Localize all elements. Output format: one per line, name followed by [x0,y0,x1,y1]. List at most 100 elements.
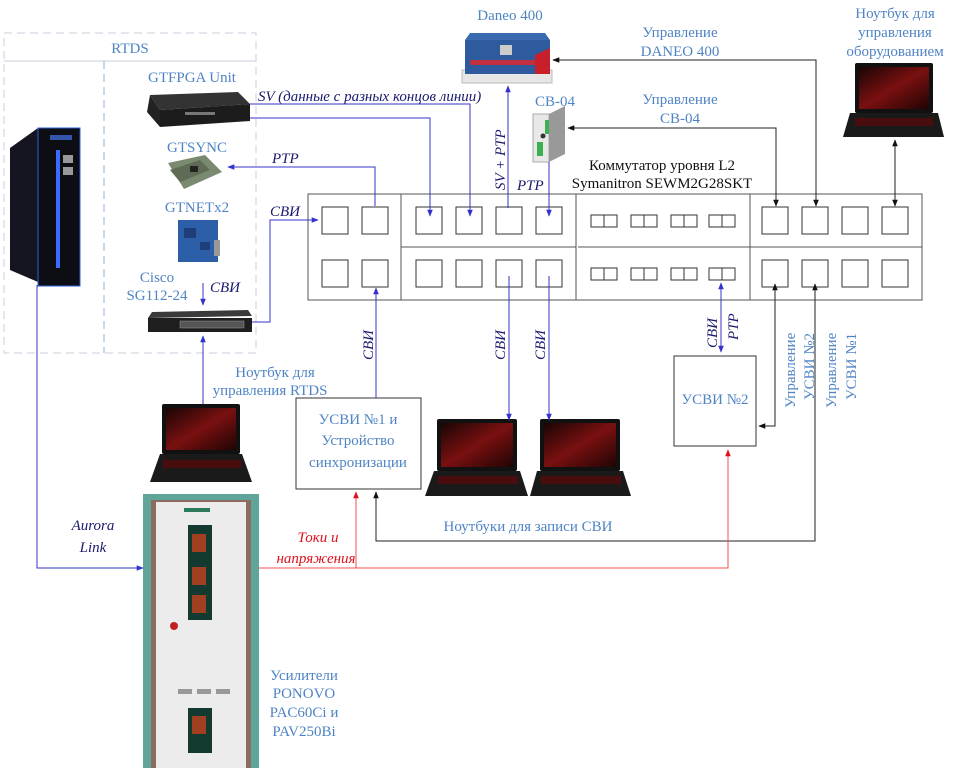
ptp-label-gtsync: PTP [271,151,299,167]
daneo-label: Daneo 400 [477,8,542,24]
switch-port [801,259,829,288]
svi-label-gtnet: СВИ [210,280,241,296]
usvi1-box: УСВИ №1 и Устройство синхронизации [295,397,422,490]
usvi2-label: УСВИ №2 [681,392,748,408]
laptop-equipment [843,63,944,137]
laptop-recording-1 [425,419,528,496]
switch-port [361,206,389,235]
ponovo-amplifiers [143,494,259,768]
switch-sfp-port [721,214,736,228]
link-ptp-gtsync [227,164,376,206]
switch-port [321,206,349,235]
switch-label-1: Коммутатор уровня L2 [589,158,735,174]
usvi1-label-2: Устройство [322,433,395,449]
switch-sfp-port [603,214,618,228]
ponovo-label-3: PAC60Ci и [270,705,339,721]
rtds-cabinet [10,127,81,287]
usvi1-label-1: УСВИ №1 и [319,412,398,428]
switch-sfp-port [683,267,698,281]
ponovo-label-1: Усилители [270,668,338,684]
switch-sfp-port [708,267,723,281]
link-svi-cisco-switch [252,217,319,323]
link-sv-port-b [250,117,433,217]
svi-label-usvi2: СВИ [705,317,721,348]
switch-sfp-port [670,267,685,281]
currents-label-2: напряжения [276,551,355,567]
rtds-group: RTDS [3,32,257,354]
switch-sfp-port [670,214,685,228]
laptop-equipment-label-3: оборудованием [846,44,944,60]
switch-port [415,206,443,235]
switch-sfp-port [630,214,645,228]
ctrl-usvi2-label-1: Управление [783,332,799,408]
sv-label: SV (данные с разных концов линии) [258,89,481,105]
switch-port [881,206,909,235]
aurora-label-1: Aurora [71,518,115,534]
switch-port [455,206,483,235]
laptop-equipment-label-1: Ноутбук для [855,6,935,22]
gtsync-label: GTSYNC [167,140,227,156]
link-aurora [36,285,144,571]
laptops-recording-label: Ноутбуки для записи СВИ [444,519,613,535]
usvi1-label-3: синхронизации [309,455,407,471]
ponovo-label-4: PAV250Bi [272,724,335,740]
link-control-cb04 [567,125,779,207]
switch-port [415,259,443,288]
laptop-rtds-label-2: управления RTDS [213,383,328,399]
gtnet-board [178,220,220,262]
laptop-rtds [150,404,252,482]
switch-sfp-port [721,267,736,281]
gtfpga-device [147,92,250,127]
switch-port [455,259,483,288]
rtds-title: RTDS [111,41,148,57]
ctrl-usvi1-label-1: Управление [824,332,840,408]
cisco-switch [148,310,252,332]
ponovo-label-2: PONOVO [273,686,336,702]
link-control-usvi1 [373,283,818,542]
gtsync-board [168,155,222,189]
switch-ports [321,206,909,288]
cisco-label-2: SG112-24 [126,288,188,304]
switch-port [495,206,523,235]
svi-label-usvi1: СВИ [361,329,377,360]
ctrl-usvi1-label-2: УСВИ №1 [844,333,860,400]
switch-sfp-port [590,214,605,228]
gtfpga-label: GTFPGA Unit [148,70,237,86]
switch-port [841,259,869,288]
switch-port [361,259,389,288]
gtnet-label: GTNETx2 [165,200,229,216]
link-sv-port-a [250,103,473,217]
link-currents-usvi2 [259,449,731,569]
switch-port [801,206,829,235]
cb04-device [532,106,565,163]
ctrl-daneo-label-1: Управление [642,25,718,41]
ctrl-cb-label-2: CB-04 [660,111,701,127]
switch-label-2: Symanitron SEWM2G28SKT [572,176,752,192]
cb04-label: CB-04 [535,94,576,110]
cisco-label-1: Cisco [140,270,174,286]
svi-label-laptop2: СВИ [533,329,549,360]
ctrl-daneo-label-2: DANEO 400 [641,44,720,60]
switch-sfp-port [683,214,698,228]
laptop-equipment-label-2: управления [858,25,932,41]
currents-label-1: Токи и [297,530,338,546]
switch-sfp-port [708,214,723,228]
aurora-label-2: Link [79,540,107,556]
laptop-rtds-label-1: Ноутбук для [235,365,315,381]
switch-sfp-port [643,214,658,228]
switch-sfp-port [643,267,658,281]
ptp-label-usvi2: PTP [726,313,742,341]
switch-port [881,259,909,288]
switch-sfp-port [603,267,618,281]
switch-port [321,259,349,288]
switch-port [761,206,789,235]
switch-port [761,259,789,288]
ptp-label-cb04: PTP [516,178,544,194]
switch-port [841,206,869,235]
ctrl-usvi2-label-2: УСВИ №2 [802,333,818,400]
link-control-daneo [552,57,819,207]
switch-sfp-port [630,267,645,281]
ctrl-cb-label-1: Управление [642,92,718,108]
laptop-recording-2 [530,419,631,496]
